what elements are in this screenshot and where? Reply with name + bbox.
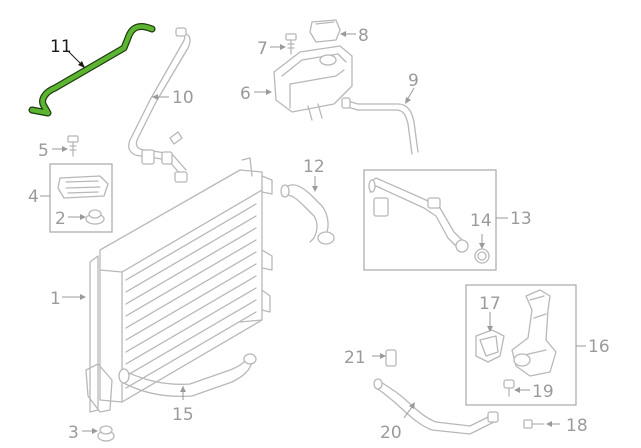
part-17-gasket[interactable]: [475, 329, 505, 363]
callout-8-label: 8: [358, 26, 369, 46]
callout-9-label: 9: [408, 71, 419, 91]
callout-21-label: 21: [344, 348, 366, 368]
callout-15[interactable]: 15: [172, 386, 194, 425]
part-3-grommet[interactable]: [97, 425, 115, 442]
callout-8[interactable]: 8: [340, 26, 369, 46]
part-1-radiator[interactable]: [85, 157, 273, 413]
part-12-upper-hose[interactable]: [280, 184, 335, 245]
part-4-bracket-kit-box: [49, 163, 113, 233]
callout-3-label: 3: [68, 423, 79, 443]
callout-5[interactable]: 5: [38, 141, 68, 161]
callout-1[interactable]: 1: [50, 289, 86, 309]
part-20-hose[interactable]: [373, 378, 499, 435]
callout-3[interactable]: 3: [68, 423, 98, 443]
part-9-hose[interactable]: [341, 97, 419, 155]
part-13-coolant-pipe-box: [363, 169, 497, 271]
part-18-bolt[interactable]: [523, 419, 545, 429]
part-21-clip[interactable]: [379, 349, 397, 367]
callout-2-label: 2: [55, 209, 66, 229]
callout-12-label: 12: [303, 157, 325, 177]
callout-21[interactable]: 21: [344, 348, 386, 368]
radiator-core-fins: [125, 203, 257, 389]
part-10-hose[interactable]: [128, 27, 191, 183]
part-13-coolant-pipe[interactable]: [368, 177, 469, 253]
callout-20-label: 20: [380, 423, 402, 443]
part-2-grommet[interactable]: [85, 209, 105, 225]
callout-13-label: 13: [510, 209, 532, 229]
callout-7-label: 7: [257, 39, 268, 59]
callout-17-label: 17: [479, 294, 501, 314]
callout-6-label: 6: [240, 84, 251, 104]
callout-17[interactable]: 17: [479, 294, 501, 332]
part-4-mount-bracket[interactable]: [57, 175, 109, 199]
callout-4-label: 4: [28, 187, 39, 207]
callout-6[interactable]: 6: [240, 84, 272, 104]
part-15-lower-hose[interactable]: [118, 353, 257, 398]
callout-5-label: 5: [38, 141, 49, 161]
callout-16-label: 16: [588, 337, 610, 357]
callout-18-label: 18: [566, 416, 588, 436]
callout-11-label: 11: [50, 37, 72, 57]
callout-12[interactable]: 12: [303, 157, 325, 192]
part-16-thermostat-box: [465, 284, 577, 406]
part-14-o-ring[interactable]: [474, 248, 490, 264]
callout-7[interactable]: 7: [257, 39, 286, 59]
callout-19-label: 19: [532, 382, 554, 402]
part-5-bolt[interactable]: [67, 135, 79, 157]
callout-14-label: 14: [470, 211, 492, 231]
callout-14[interactable]: 14: [470, 211, 492, 249]
callout-2[interactable]: 2: [55, 209, 86, 229]
callout-11[interactable]: 11: [50, 37, 86, 69]
callout-4[interactable]: 4: [28, 187, 50, 207]
callout-13[interactable]: 13: [496, 209, 532, 229]
callout-15-label: 15: [172, 405, 194, 425]
part-7-bolt[interactable]: [285, 33, 297, 55]
callout-10-label: 10: [172, 88, 194, 108]
callout-18[interactable]: 18: [546, 416, 588, 436]
callout-1-label: 1: [50, 289, 61, 309]
part-6-expansion-tank[interactable]: [273, 45, 353, 121]
callout-16[interactable]: 16: [576, 337, 610, 357]
part-8-tank-cap[interactable]: [309, 19, 341, 43]
callout-10[interactable]: 10: [152, 88, 194, 108]
callout-20[interactable]: 20: [380, 402, 415, 443]
callout-9[interactable]: 9: [405, 71, 419, 104]
part-19-sensor[interactable]: [503, 379, 515, 397]
part-11-hose-highlighted[interactable]: [28, 22, 156, 117]
callout-19[interactable]: 19: [514, 382, 554, 402]
part-16-thermostat-housing[interactable]: [511, 289, 557, 377]
